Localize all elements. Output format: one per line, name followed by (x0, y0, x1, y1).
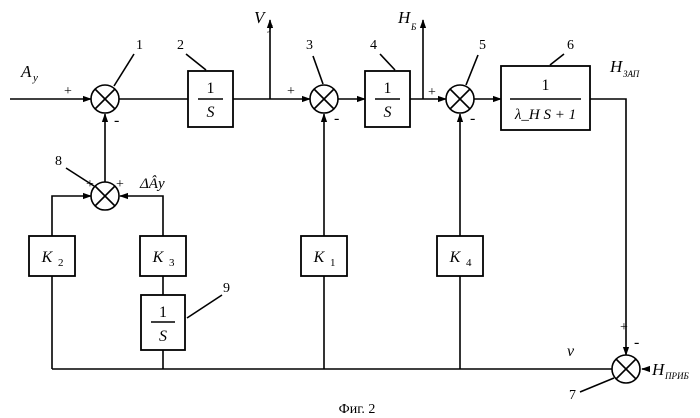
block-2-num: 1 (207, 80, 215, 97)
svg-text:A: A (20, 62, 32, 81)
summer-8 (91, 182, 119, 210)
leader-3 (313, 56, 323, 84)
svg-text:4: 4 (466, 257, 472, 269)
summer-1 (91, 85, 119, 113)
svg-text:y: y (32, 72, 38, 84)
wire-b6-s7 (590, 99, 626, 355)
figure-caption: Фиг. 2 (339, 402, 376, 417)
leader-9 (187, 295, 222, 318)
label-number-7: 7 (569, 388, 576, 403)
label-hzap: H ЗАП (609, 57, 640, 79)
leader-5 (466, 55, 478, 85)
leader-4 (380, 54, 395, 70)
block-9-den: S (159, 328, 167, 345)
block-6-num: 1 (542, 77, 550, 94)
leader-2 (186, 54, 206, 70)
label-number-5: 5 (479, 38, 486, 53)
svg-text:1: 1 (330, 257, 336, 269)
label-number-3: 3 (306, 38, 313, 53)
svg-text:ПРИБ: ПРИБ (664, 371, 689, 381)
sign-s1-plus: + (64, 84, 72, 99)
summer-5 (446, 85, 474, 113)
svg-text:H: H (609, 57, 624, 76)
sign-s8-plus-right: + (116, 177, 124, 192)
wire-k3-s8 (120, 196, 163, 236)
block-6-den: λ_H S + 1 (514, 107, 576, 123)
svg-text:K: K (152, 249, 165, 266)
block-4-integrator: 1 S (365, 71, 410, 127)
svg-text:K: K (449, 249, 462, 266)
svg-text:y: y (267, 22, 273, 33)
block-k2: K 2 (29, 236, 75, 276)
svg-text:3: 3 (169, 257, 175, 269)
svg-text:V: V (254, 8, 267, 27)
label-number-2: 2 (177, 38, 184, 53)
sign-s3-plus: + (287, 84, 295, 99)
label-nu: ν (567, 343, 575, 360)
block-k4: K 4 (437, 236, 483, 276)
label-delta-ay: ΔÂy (139, 175, 165, 192)
label-input-ay: A y (20, 62, 38, 84)
block-2-den: S (207, 104, 215, 121)
label-number-1: 1 (136, 38, 143, 53)
block-6-aperiodic: 1 λ_H S + 1 (501, 66, 590, 130)
sign-s7-plus: + (620, 320, 628, 335)
label-number-6: 6 (567, 38, 574, 53)
svg-text:2: 2 (58, 257, 64, 269)
svg-text:Б: Б (410, 22, 417, 32)
svg-text:ЗАП: ЗАП (623, 69, 640, 79)
block-k3: K 3 (140, 236, 186, 276)
block-2-integrator: 1 S (188, 71, 233, 127)
summer-7 (612, 355, 640, 383)
sign-s8-plus-left: + (86, 177, 94, 192)
sign-s5-minus: - (470, 110, 475, 127)
svg-text:K: K (41, 249, 54, 266)
label-hb: H Б (397, 8, 417, 32)
label-hprib: H ПРИБ (651, 360, 689, 381)
summer-3 (310, 85, 338, 113)
sign-s5-plus: + (428, 85, 436, 100)
leader-7 (580, 378, 614, 392)
label-number-8: 8 (55, 154, 62, 169)
wire-k2-s8 (52, 196, 91, 236)
block-9-num: 1 (159, 304, 167, 321)
block-k1: K 1 (301, 236, 347, 276)
svg-text:H: H (651, 360, 666, 379)
leader-6 (550, 54, 564, 65)
block-9-integrator: 1 S (141, 295, 185, 350)
sign-s3-minus: - (334, 110, 339, 127)
sign-s7-minus: - (634, 334, 639, 351)
block-4-den: S (384, 104, 392, 121)
block-4-num: 1 (384, 80, 392, 97)
svg-text:K: K (313, 249, 326, 266)
label-number-9: 9 (223, 281, 230, 296)
label-number-4: 4 (370, 38, 377, 53)
svg-text:H: H (397, 8, 412, 27)
leader-1 (114, 54, 134, 86)
sign-s1-minus: - (114, 112, 119, 129)
